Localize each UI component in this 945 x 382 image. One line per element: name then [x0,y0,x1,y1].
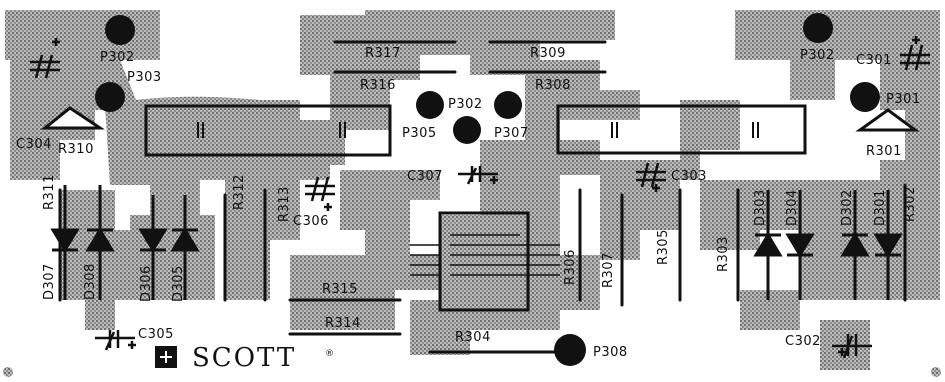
label-p302-right: P302 [800,48,835,63]
label-c305: C305 [138,327,174,342]
resistor-lines [58,40,907,354]
label-r304: R304 [455,330,491,345]
component-outline-left [144,104,392,157]
label-r315: R315 [322,282,358,297]
label-r307: R307 [601,252,616,288]
label-p305: P305 [402,126,437,141]
diode-d302 [840,190,870,300]
diode-d306 [138,195,168,300]
capacitor-c301 [900,36,930,71]
trimmer-r310 [40,106,105,130]
conductor-lines [410,234,560,276]
label-r314: R314 [325,316,361,331]
diode-d308 [85,185,115,300]
capacitor-c307 [458,166,498,185]
trimmer-r301 [855,108,920,132]
brand-logo-mark [160,351,172,363]
pad-p302-center [416,91,444,119]
diode-d303 [753,190,783,300]
label-c306: C306 [293,214,329,229]
label-d305: D305 [171,265,186,302]
pad-p301 [850,82,880,112]
capacitor-c306 [305,176,335,211]
label-p301: P301 [886,92,921,107]
label-c307: C307 [407,169,443,184]
label-r309: R309 [530,46,566,61]
mounting-marks [3,367,941,377]
label-d304: D304 [785,189,800,226]
label-d301: D301 [873,189,888,226]
label-p303: P303 [127,70,162,85]
label-d302: D302 [840,189,855,226]
label-c303: C303 [671,169,707,184]
label-r317: R317 [365,46,401,61]
label-p307: P307 [494,126,529,141]
label-r311: R311 [42,174,57,210]
label-r303: R303 [716,236,731,272]
trademark-symbol: ® [325,349,335,359]
marker-notches [197,122,759,138]
label-c301: C301 [856,53,892,68]
labels: R317 R316 R309 R308 R315 R314 R304 R310 … [16,46,921,360]
capacitor-c302 [832,334,872,359]
ic-outline-center [438,211,530,312]
label-r305: R305 [656,229,671,265]
pad-p302-right [803,13,833,43]
label-c304: C304 [16,137,52,152]
label-r310: R310 [58,142,94,157]
diode-d305 [170,195,200,300]
pads [95,13,880,366]
pad-p308 [554,334,586,366]
label-p302-center: P302 [448,97,483,112]
brand-name: SCOTT [192,343,296,373]
label-p308: P308 [593,345,628,360]
capacitor-c303 [636,162,666,192]
pad-p302-left [105,15,135,45]
copper-traces [5,10,940,370]
label-r306: R306 [563,249,578,285]
capacitor-c305 [95,330,136,351]
label-d308: D308 [83,263,98,300]
label-r313: R313 [277,186,292,222]
label-p302-left: P302 [100,50,135,65]
label-d303: D303 [753,189,768,226]
pad-p303 [95,82,125,112]
label-r312: R312 [232,174,247,210]
diode-d304 [785,190,815,300]
pad-p307-top [494,91,522,119]
label-r316: R316 [360,78,396,93]
component-outline-right [556,104,807,155]
capacitor-c304 [30,38,60,79]
diodes [50,185,903,300]
label-r302: R302 [903,186,918,222]
pad-p305 [453,116,481,144]
label-c302: C302 [785,334,821,349]
label-d306: D306 [139,265,154,302]
diode-d301 [873,190,903,300]
label-r308: R308 [535,78,571,93]
label-r301: R301 [866,144,902,159]
capacitors [30,36,930,359]
diode-d307 [50,185,80,300]
label-d307: D307 [42,263,57,300]
